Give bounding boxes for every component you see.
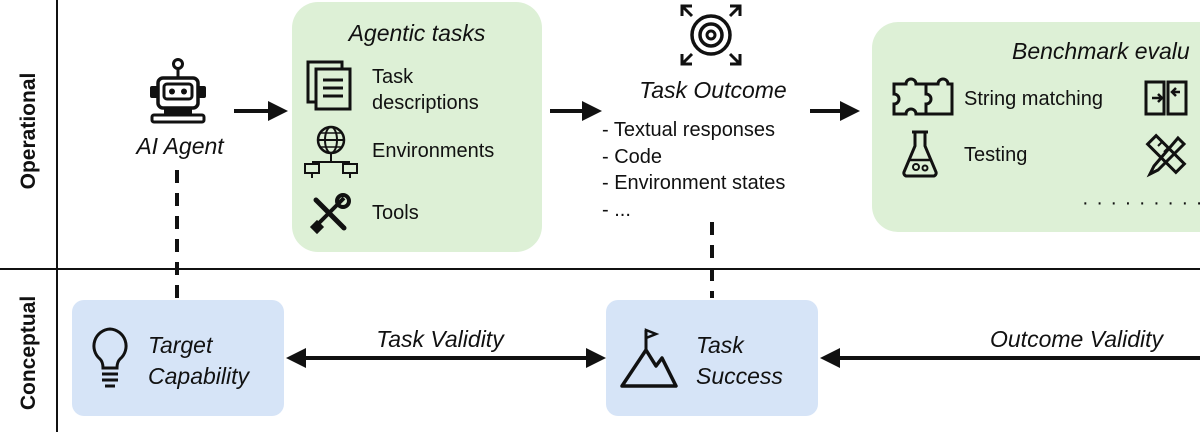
string-matching-label: String matching (964, 88, 1103, 110)
arrow-tasks-to-outcome (550, 101, 602, 121)
task-validity-arrow (286, 348, 606, 368)
task-validity-label: Task Validity (376, 326, 504, 352)
testing-label: Testing (964, 144, 1028, 166)
target-icon (680, 4, 742, 66)
row-divider-vertical (56, 0, 58, 432)
outcome-item: - Code (602, 145, 663, 168)
document-icon (306, 60, 352, 111)
row-label-conceptual: Conceptual (17, 295, 40, 411)
benchmark-box: Benchmark evalu String matching Testing … (872, 22, 1200, 232)
robot-icon (150, 58, 206, 124)
dashed-line-agent (175, 170, 179, 302)
ruler-pencil-icon (1145, 133, 1187, 178)
benchmark-title: Benchmark evalu (1012, 38, 1190, 64)
target-capability-label: Target Capability (148, 332, 249, 389)
mountain-flag-icon (620, 328, 678, 388)
outcome-validity-label: Outcome Validity (990, 326, 1163, 352)
task-success-label: Task Success (696, 332, 783, 389)
outcome-item: - Environment states (602, 172, 786, 194)
environments-label: Environments (372, 140, 495, 162)
puzzle-icon (892, 77, 954, 116)
benchmark-more: · · · · · · · · · (1082, 192, 1200, 214)
agentic-tasks-title: Agentic tasks (348, 20, 486, 46)
outcome-item: - Textual responses (602, 119, 776, 141)
arrow-outcome-to-benchmark (810, 101, 860, 121)
row-divider-horizontal (0, 268, 1200, 270)
target-capability-box: Target Capability (72, 300, 284, 416)
flask-icon (902, 130, 938, 178)
row-label-operational: Operational (17, 72, 40, 190)
compare-icon (1144, 80, 1188, 116)
agentic-tasks-box: Agentic tasks Task descriptions Environm… (292, 2, 542, 252)
task-outcome-list: - Textual responses - Code - Environment… (602, 117, 832, 223)
globe-network-icon (304, 125, 358, 178)
arrow-agent-to-tasks (234, 101, 288, 121)
tools-label: Tools (372, 202, 419, 224)
outcome-item: - ... (602, 198, 631, 221)
dashed-line-outcome (710, 222, 714, 298)
task-success-box: Task Success (606, 300, 818, 416)
tools-icon (309, 193, 351, 235)
task-descriptions-label: Task descriptions (372, 66, 479, 114)
agent-label: AI Agent (136, 133, 224, 159)
task-outcome-title: Task Outcome (639, 77, 787, 103)
lightbulb-icon (92, 327, 128, 388)
outcome-validity-arrow (820, 348, 1200, 368)
